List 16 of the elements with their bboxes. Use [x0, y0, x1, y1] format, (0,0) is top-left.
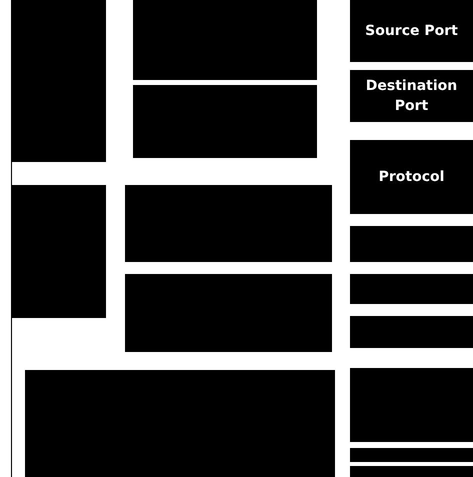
- header-field: [125, 185, 332, 262]
- header-field: [350, 226, 473, 262]
- header-field: [350, 316, 473, 348]
- header-field: [125, 274, 332, 352]
- header-field: [12, 185, 106, 318]
- header-field: Source Port: [350, 0, 473, 62]
- header-field: [25, 370, 335, 477]
- header-field: [350, 448, 473, 462]
- header-field: [133, 85, 317, 158]
- header-field: [12, 0, 106, 162]
- header-field: Protocol: [350, 140, 473, 214]
- header-field: Destination Port: [350, 70, 473, 122]
- header-field: [133, 0, 317, 80]
- header-field: [350, 274, 473, 304]
- header-field: [350, 368, 473, 442]
- header-field: [350, 466, 473, 477]
